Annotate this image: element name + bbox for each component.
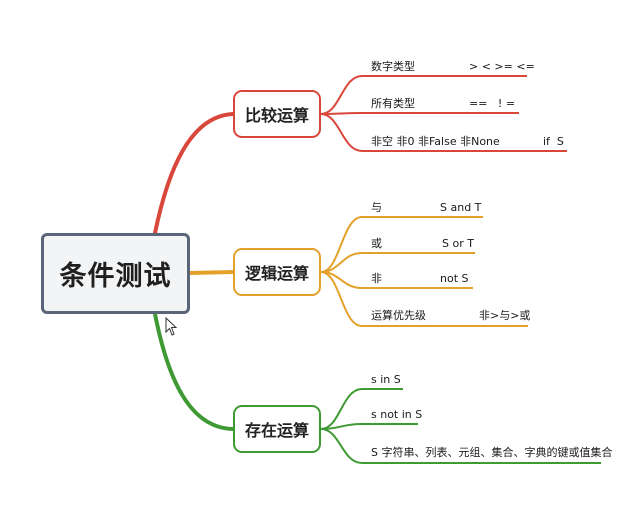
- leaf-value: not S: [440, 272, 469, 285]
- leaf-name[interactable]: 数字类型: [371, 60, 415, 73]
- leaf-value: S and T: [440, 201, 482, 214]
- leaf-name[interactable]: 非空 非0 非False 非None: [371, 135, 500, 148]
- root-label: 条件测试: [59, 261, 172, 292]
- leaf-lines-compare: [320, 75, 567, 152]
- leaf-name[interactable]: 非: [371, 272, 382, 285]
- connector-compare: [153, 112, 235, 235]
- branch-node-exist[interactable]: 存在运算: [233, 405, 321, 453]
- connector-logic: [188, 270, 235, 275]
- branch-label: 逻辑运算: [244, 264, 309, 283]
- leaf-value: if S: [543, 135, 564, 148]
- leaf-name[interactable]: S 字符串、列表、元组、集合、字典的键或值集合: [371, 446, 613, 459]
- leaf-value: 非>与>或: [479, 309, 531, 322]
- leaf-lines-logic: [320, 216, 528, 327]
- branch-node-logic[interactable]: 逻辑运算: [233, 248, 321, 296]
- leaf-name[interactable]: 或: [371, 237, 382, 250]
- leaf-value: > < >= <=: [469, 60, 535, 73]
- leaf-name[interactable]: 运算优先级: [371, 309, 426, 322]
- connector-exist: [153, 312, 235, 431]
- branch-label: 存在运算: [244, 421, 309, 440]
- leaf-value: S or T: [442, 237, 474, 250]
- leaf-lines-exist: [320, 388, 601, 464]
- branch-label: 比较运算: [244, 106, 309, 125]
- leaf-name[interactable]: s not in S: [371, 408, 423, 421]
- leaf-name[interactable]: s in S: [371, 373, 401, 386]
- leaf-name[interactable]: 所有类型: [371, 97, 415, 110]
- mouse-cursor-icon: [165, 317, 177, 336]
- root-node[interactable]: 条件测试: [41, 233, 190, 314]
- leaf-name[interactable]: 与: [371, 201, 382, 214]
- branch-node-compare[interactable]: 比较运算: [233, 90, 321, 138]
- leaf-value: == ! =: [469, 97, 516, 110]
